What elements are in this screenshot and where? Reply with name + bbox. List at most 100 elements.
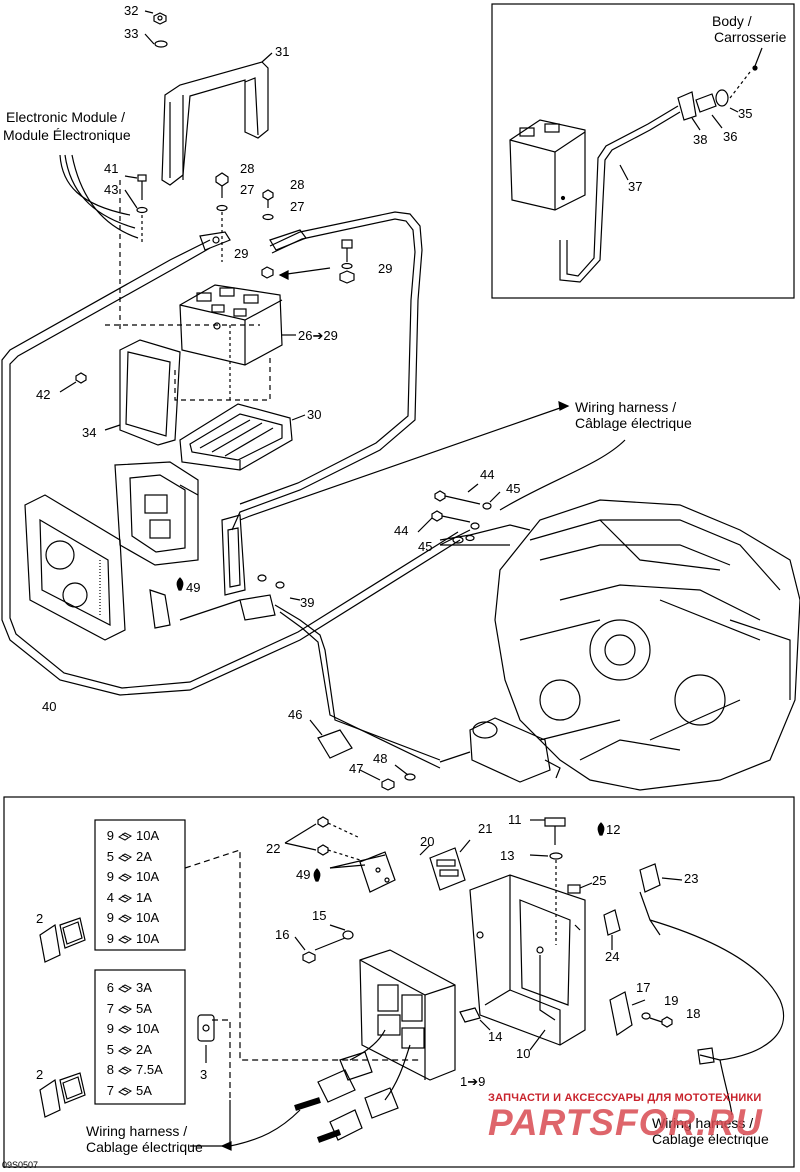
- leader-22b: [284, 842, 317, 851]
- cable-40-inner: [9, 247, 459, 689]
- rubber-pad-34: [119, 339, 181, 446]
- callout-44-bottom: 44: [394, 523, 409, 538]
- callout-23: 23: [684, 871, 699, 886]
- fuse-holder-2b: [39, 1072, 86, 1118]
- leader-37: [619, 164, 629, 181]
- positive-cable-inner: [239, 218, 416, 505]
- vent-tube-37-inner: [566, 105, 679, 277]
- figure-code: 09S0507: [2, 1160, 39, 1170]
- harness-short: [179, 599, 241, 621]
- electronic-module-label-fr: Module Électronique: [3, 127, 131, 143]
- fuse-amperage: 10A: [136, 869, 160, 884]
- leader-34: [104, 424, 121, 431]
- callout-44-top: 44: [480, 467, 495, 482]
- fuse-position: 5: [106, 848, 114, 864]
- fuse-position: 9: [106, 869, 114, 884]
- callout-12: 12: [606, 822, 621, 837]
- callout-28-left: 28: [240, 161, 255, 176]
- bolt-28-right: [262, 189, 274, 208]
- callout-20: 20: [420, 834, 435, 849]
- fuse-icon: [118, 935, 132, 944]
- callout-1-9: 1➔9: [460, 1074, 486, 1089]
- callout-3: 3: [200, 1067, 208, 1082]
- battery-bracket: [161, 61, 269, 186]
- washer-27-left: [216, 204, 228, 212]
- callout-42: 42: [36, 387, 51, 402]
- leader-31: [261, 52, 273, 63]
- callout-49-top: 49: [186, 580, 201, 595]
- fuse-position: 4: [106, 889, 114, 905]
- leader-45b: [439, 529, 471, 546]
- fuse-icon: [118, 1005, 132, 1014]
- fuse-row: 9 10A: [100, 867, 159, 888]
- connector-49: [149, 514, 246, 629]
- liquid-icon-12: [597, 822, 605, 836]
- fuse-3: [197, 1014, 215, 1063]
- fuse-icon: [118, 832, 132, 841]
- bolt-28-left: [215, 172, 229, 198]
- harness-left-curve: [229, 1109, 301, 1147]
- sensor-23: [639, 863, 785, 1065]
- dash-fuse-b: [212, 1019, 231, 1100]
- callout-28-right: 28: [290, 177, 305, 192]
- clip-42: [59, 372, 87, 393]
- callout-14: 14: [488, 1029, 503, 1044]
- callout-35: 35: [738, 106, 753, 121]
- callout-46: 46: [288, 707, 303, 722]
- bolt-11: [544, 817, 566, 845]
- inset-battery: [509, 119, 586, 211]
- washer-43: [124, 189, 148, 214]
- fuse-icon: [118, 873, 132, 882]
- positive-cable: [231, 211, 423, 531]
- washer-33: [154, 40, 168, 48]
- connector-21: [429, 847, 466, 891]
- callout-29-right: 29: [378, 261, 393, 276]
- fuse-amperage: 5A: [136, 1000, 152, 1016]
- callout-21: 21: [478, 821, 493, 836]
- bolt-18: [649, 1016, 673, 1028]
- starter-motor: [469, 717, 561, 783]
- callout-24: 24: [605, 949, 620, 964]
- leader-33: [144, 33, 155, 45]
- leader-44b: [417, 517, 433, 533]
- callout-45-top: 45: [506, 481, 521, 496]
- bolt-41: [124, 174, 147, 200]
- callout-31: 31: [275, 44, 290, 59]
- callout-25: 25: [592, 873, 607, 888]
- callout-22: 22: [266, 841, 281, 856]
- callout-33: 33: [124, 26, 139, 41]
- battery-tray-30: [179, 403, 293, 471]
- liquid-icon-49b: [313, 868, 321, 882]
- leader-47: [359, 769, 381, 781]
- leader-35: [729, 107, 739, 113]
- washer-13: [549, 852, 563, 860]
- leader-44a: [467, 483, 479, 493]
- callout-29-left: 29: [234, 246, 249, 261]
- nut-32: [153, 12, 167, 25]
- harness-left-arrow: [220, 1141, 232, 1151]
- washer-27-right: [262, 213, 274, 221]
- battery: [179, 284, 283, 366]
- bolt-16: [302, 937, 346, 964]
- callout-38: 38: [693, 132, 708, 147]
- bolt-29: [341, 239, 353, 270]
- fuse-amperage: 10A: [136, 930, 160, 946]
- sensor-17: [609, 991, 646, 1036]
- leader-48: [394, 764, 409, 776]
- boot-46: [309, 719, 353, 759]
- mounting-plate-10: [469, 874, 586, 1046]
- callout-40: 40: [42, 699, 57, 714]
- leader-22a: [284, 823, 317, 844]
- engine-block: [494, 499, 800, 791]
- harness-top-line: [239, 405, 569, 521]
- leader-13: [529, 854, 549, 857]
